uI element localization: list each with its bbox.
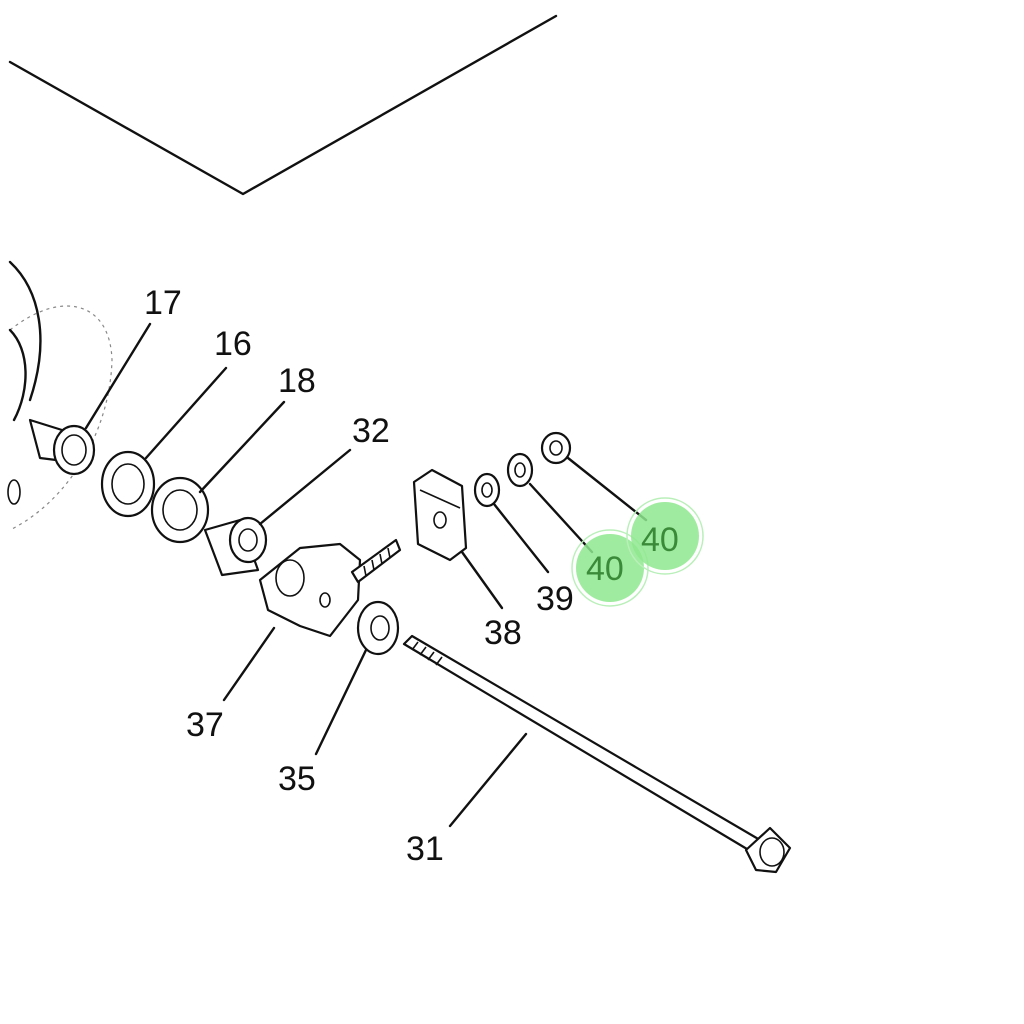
- leader-38: [460, 550, 504, 610]
- callout-18[interactable]: 18: [278, 362, 316, 400]
- part-18-bearing: [150, 476, 210, 544]
- callout-32[interactable]: 32: [352, 412, 390, 450]
- part-40-nut-a: [506, 452, 534, 488]
- callout-40a[interactable]: 40: [586, 550, 624, 588]
- callout-17[interactable]: 17: [144, 284, 182, 322]
- callout-31[interactable]: 31: [406, 830, 444, 868]
- leader-35: [314, 648, 368, 756]
- callout-40b[interactable]: 40: [641, 521, 679, 559]
- leader-40b: [566, 456, 648, 522]
- leader-16: [144, 366, 228, 460]
- wheel-hub: [7, 260, 113, 531]
- part-32-spacer: [203, 516, 268, 577]
- part-40-nut-b: [540, 431, 572, 465]
- part-37-adjuster-plate: [258, 538, 402, 638]
- leader-18: [198, 400, 286, 494]
- leader-17: [84, 322, 152, 430]
- callout-35[interactable]: 35: [278, 760, 316, 798]
- part-39-washer: [473, 472, 501, 508]
- part-35-washer: [356, 600, 400, 656]
- part-16-bearing: [100, 450, 156, 518]
- leader-31: [448, 732, 528, 828]
- leader-32: [258, 448, 352, 526]
- part-17-collar: [28, 418, 96, 476]
- part-38-block: [412, 468, 468, 562]
- callout-39[interactable]: 39: [536, 580, 574, 618]
- leader-40a: [528, 482, 594, 554]
- highlight-40b: [631, 502, 699, 570]
- callout-labels: 17 16 18 32 38 39 40 40 37 35 31: [144, 284, 679, 868]
- highlight-markers: [571, 497, 704, 607]
- leader-lines: [84, 322, 648, 828]
- callout-37[interactable]: 37: [186, 706, 224, 744]
- highlight-40a: [576, 534, 644, 602]
- callout-16[interactable]: 16: [214, 325, 252, 363]
- part-31-axle: [402, 634, 792, 874]
- callout-38[interactable]: 38: [484, 614, 522, 652]
- frame-outline: [8, 14, 558, 196]
- leader-39: [492, 502, 550, 574]
- leader-37: [222, 626, 276, 702]
